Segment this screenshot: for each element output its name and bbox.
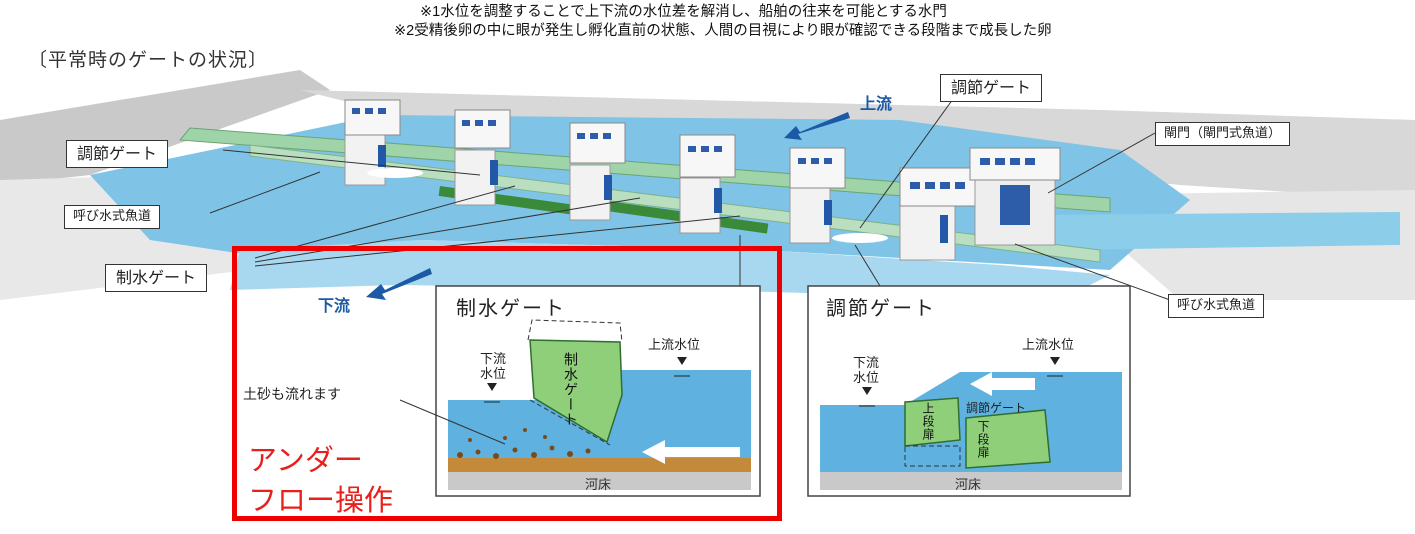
lower-leaf-label: 下段扉 <box>976 420 990 459</box>
right-panel-upper-leaf <box>904 397 961 447</box>
left-panel-gate <box>529 339 623 444</box>
upper-leaf-label: 上段扉 <box>921 402 935 441</box>
normal-status-title: 〔平常時のゲートの状況〕 <box>28 49 269 71</box>
control-gate-body-text: 制水ゲート <box>562 352 578 427</box>
right-down-level-mark <box>862 387 872 395</box>
right-panel-riverbed <box>820 472 1122 490</box>
fishway-label-left: 呼び水式魚道 <box>64 205 161 229</box>
left-up-level-mark <box>677 357 687 365</box>
underflow-operation-label: アンダー フロー操作 <box>248 440 393 520</box>
sediment-dots <box>457 428 591 459</box>
left-panel-flow-arrow <box>642 440 740 464</box>
control-gate-panel-title: 制水ゲート <box>456 296 566 320</box>
left-upstream-level-label: 上流水位 <box>648 338 701 353</box>
underflow-line-2: フロー操作 <box>248 483 394 517</box>
river-water-light <box>230 240 1110 300</box>
left-downstream-level-label: 下流 水位 <box>479 352 506 382</box>
foam-left <box>367 168 423 178</box>
lock-gate-label: 閘門（閘門式魚道） <box>1155 122 1291 146</box>
upstream-arrow <box>784 112 850 140</box>
left-riverbed-label: 河床 <box>585 478 612 493</box>
underflow-highlight-box <box>232 246 782 521</box>
left-down-level-mark <box>487 383 497 391</box>
left-panel-riverbed <box>448 472 751 490</box>
right-fishway-water <box>1030 212 1400 250</box>
right-panel-lower-leaf <box>965 409 1051 469</box>
left-panel-sediment <box>448 458 751 472</box>
adjust-gate-label-left: 調節ゲート <box>66 140 169 168</box>
right-gate-label: 調節ゲート <box>966 401 1027 415</box>
right-panel-upper-leaf-dashed <box>904 445 961 467</box>
right-riverbed-label: 河床 <box>955 478 982 493</box>
sediment-note: 土砂も流れます <box>243 387 341 403</box>
footnote-2: ※2受精後卵の中に眼が発生し孵化直前の状態、人間の目視により眼が確認できる段階ま… <box>394 23 1052 39</box>
left-panel-gate-outline <box>527 319 623 343</box>
right-panel-flow-arrow <box>970 372 1035 396</box>
gate-leaves <box>378 145 948 243</box>
downstream-arrow <box>366 268 432 300</box>
footnote-1: ※1水位を調整することで上下流の水位差を解消し、船舶の往来を可能とする水門 <box>420 4 947 20</box>
foam-right <box>832 233 888 243</box>
right-up-level-mark <box>1050 357 1060 365</box>
right-upstream-level-label: 上流水位 <box>1022 338 1075 353</box>
left-panel-gate-dashed <box>529 399 611 446</box>
underflow-line-1: アンダー <box>248 443 363 477</box>
adjust-gate-panel-title: 調節ゲート <box>826 296 936 320</box>
fishway-label-right: 呼び水式魚道 <box>1168 294 1265 318</box>
downstream-label: 下流 <box>318 296 351 315</box>
piers <box>344 99 1061 261</box>
sediment-leader <box>399 399 506 445</box>
control-gate-label: 制水ゲート <box>105 264 208 292</box>
right-downstream-level-label: 下流 水位 <box>852 356 879 386</box>
upstream-label: 上流 <box>860 94 893 113</box>
adjust-gate-label-top: 調節ゲート <box>940 74 1043 102</box>
